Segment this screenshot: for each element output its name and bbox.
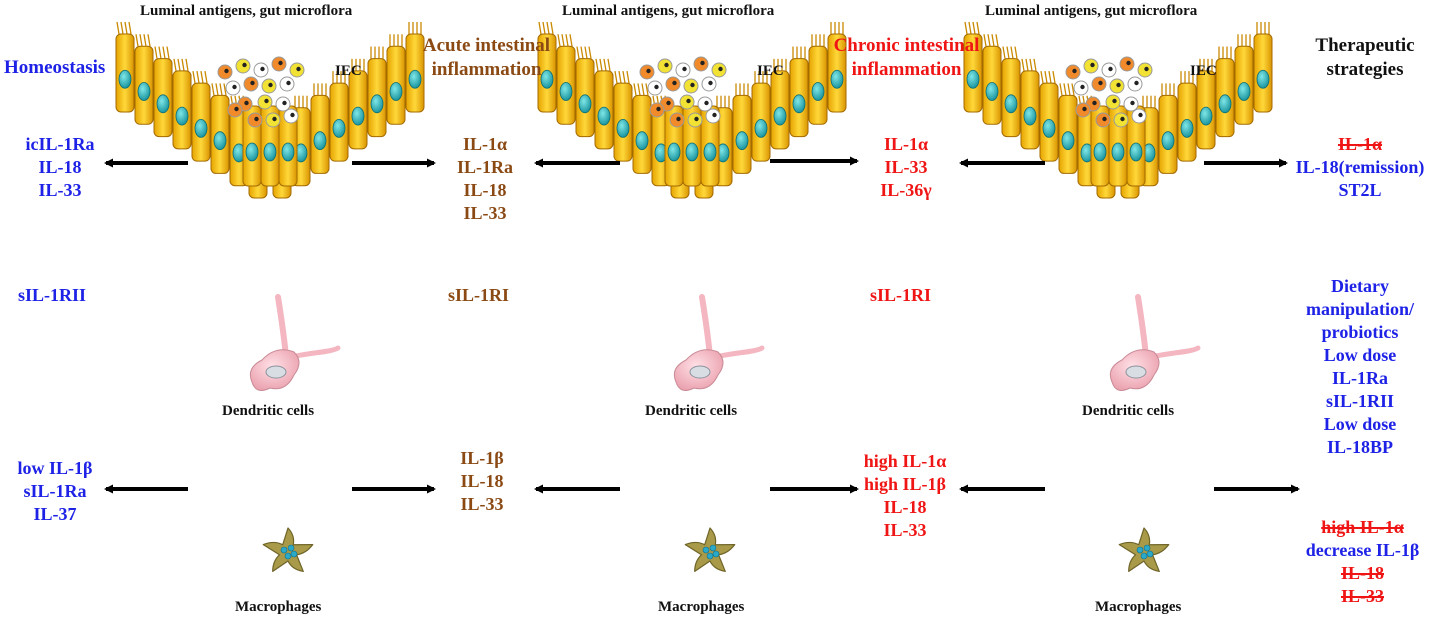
epithelial-cell bbox=[172, 58, 192, 150]
macrophage-1 bbox=[262, 527, 314, 573]
epithelial-cell bbox=[751, 71, 771, 162]
dendritic-cell-3 bbox=[1109, 294, 1201, 391]
epithelial-cell bbox=[1039, 71, 1059, 162]
luminal-antigens-label-2: Luminal antigens, gut microflora bbox=[562, 3, 775, 19]
epithelial-cell bbox=[1177, 71, 1197, 162]
epithelial-cell bbox=[1158, 83, 1178, 174]
epithelial-cell bbox=[329, 71, 349, 162]
epithelial-cell bbox=[575, 46, 595, 138]
therapeutic-strategies-title: Therapeutic strategies bbox=[1315, 35, 1415, 80]
dendritic-cell-1 bbox=[249, 294, 341, 391]
epithelial-cell bbox=[115, 21, 135, 113]
macrophages-label-1: Macrophages bbox=[235, 599, 322, 615]
therapeutic-epithelial-targets: IL-1α IL-18(remission) ST2L bbox=[1285, 133, 1435, 202]
epithelial-cell bbox=[134, 34, 154, 125]
intestinal-crypt-3 bbox=[963, 21, 1273, 199]
epithelial-cell bbox=[348, 58, 368, 150]
acute-soluble-receptor: sIL-1RI bbox=[448, 285, 510, 305]
therapeutic-target: IL-18(remission) bbox=[1295, 157, 1425, 177]
homeostasis-title: Homeostasis bbox=[4, 57, 106, 78]
epithelial-cell bbox=[367, 46, 387, 138]
epithelial-cell bbox=[210, 83, 230, 174]
epithelial-cell bbox=[1253, 22, 1273, 113]
iec-label-3: IEC bbox=[1190, 63, 1217, 79]
struck-target: IL-18 bbox=[1340, 563, 1384, 583]
homeostasis-epithelial-cytokines: icIL-1Ra IL-18 IL-33 bbox=[25, 134, 95, 200]
struck-target: IL-1α bbox=[1337, 134, 1383, 154]
epithelial-cell bbox=[1234, 34, 1254, 125]
intestinal-crypt-1 bbox=[115, 21, 425, 199]
therapeutic-strategies-list: Dietary manipulation/ probiotics Low dos… bbox=[1305, 276, 1415, 457]
epithelial-cell bbox=[310, 83, 330, 174]
epithelial-cell bbox=[982, 34, 1002, 125]
homeostasis-soluble-receptor: sIL-1RII bbox=[18, 285, 87, 305]
epithelial-cell bbox=[386, 34, 406, 125]
acute-epithelial-cytokines: IL-1α IL-1Ra IL-18 IL-33 bbox=[456, 134, 513, 223]
macrophage-2 bbox=[684, 527, 736, 573]
epithelial-cell bbox=[789, 46, 809, 138]
luminal-antigens-label-1: Luminal antigens, gut microflora bbox=[140, 3, 353, 19]
dendritic-cells-label-2: Dendritic cells bbox=[645, 403, 738, 419]
epithelial-cell bbox=[732, 83, 752, 174]
epithelial-cell bbox=[808, 34, 828, 125]
struck-target: IL-33 bbox=[1340, 586, 1384, 606]
chronic-macrophage-cytokines: high IL-1α high IL-1β IL-18 IL-33 bbox=[863, 451, 947, 540]
epithelial-cell bbox=[537, 21, 557, 113]
macrophages-label-2: Macrophages bbox=[658, 599, 745, 615]
epithelial-cell bbox=[278, 105, 298, 187]
epithelial-cell bbox=[770, 58, 790, 150]
dendritic-cells-label-3: Dendritic cells bbox=[1082, 403, 1175, 419]
chronic-epithelial-cytokines: IL-1α IL-33 IL-36γ bbox=[880, 134, 932, 200]
homeostasis-macrophage-cytokines: low IL-1β sIL-1Ra IL-37 bbox=[17, 458, 93, 524]
epithelial-cell bbox=[700, 105, 720, 187]
gut-bacteria-cluster bbox=[217, 56, 305, 128]
epithelial-cell bbox=[1001, 46, 1021, 138]
epithelial-cell bbox=[405, 22, 425, 113]
luminal-antigens-label-3: Luminal antigens, gut microflora bbox=[985, 3, 1198, 19]
acute-inflammation-title: Acute intestinal inflammation bbox=[422, 35, 551, 80]
therapeutic-target: decrease IL-1β bbox=[1305, 540, 1420, 560]
epithelial-cell bbox=[191, 71, 211, 162]
dendritic-cell-2 bbox=[673, 294, 765, 391]
therapeutic-target: ST2L bbox=[1338, 180, 1382, 200]
iec-label-1: IEC bbox=[335, 63, 362, 79]
epithelial-cell bbox=[1020, 58, 1040, 150]
chronic-soluble-receptor: sIL-1RI bbox=[870, 285, 932, 305]
gut-bacteria-cluster bbox=[1065, 56, 1153, 128]
epithelial-cell bbox=[594, 58, 614, 150]
macrophage-3 bbox=[1118, 527, 1170, 573]
epithelial-cell bbox=[963, 21, 983, 113]
epithelial-cell bbox=[613, 71, 633, 162]
epithelial-cell bbox=[1126, 105, 1146, 187]
gut-bacteria-cluster bbox=[639, 56, 727, 128]
iec-label-2: IEC bbox=[757, 63, 784, 79]
dendritic-cells-label-1: Dendritic cells bbox=[222, 403, 315, 419]
struck-target: high IL-1α bbox=[1321, 517, 1404, 537]
epithelial-cell bbox=[827, 22, 847, 113]
therapeutic-macrophage-targets: high IL-1α decrease IL-1β IL-18 IL-33 bbox=[1290, 516, 1435, 608]
acute-macrophage-cytokines: IL-1β IL-18 IL-33 bbox=[460, 448, 504, 514]
epithelial-cell bbox=[556, 34, 576, 125]
epithelial-cell bbox=[153, 46, 173, 138]
epithelial-cell bbox=[632, 83, 652, 174]
epithelial-cell bbox=[1196, 58, 1216, 150]
macrophages-label-3: Macrophages bbox=[1095, 599, 1182, 615]
intestinal-crypt-2 bbox=[537, 21, 847, 199]
chronic-inflammation-title: Chronic intestinal inflammation bbox=[833, 35, 980, 80]
epithelial-cell bbox=[1058, 83, 1078, 174]
epithelial-cell bbox=[1215, 46, 1235, 138]
